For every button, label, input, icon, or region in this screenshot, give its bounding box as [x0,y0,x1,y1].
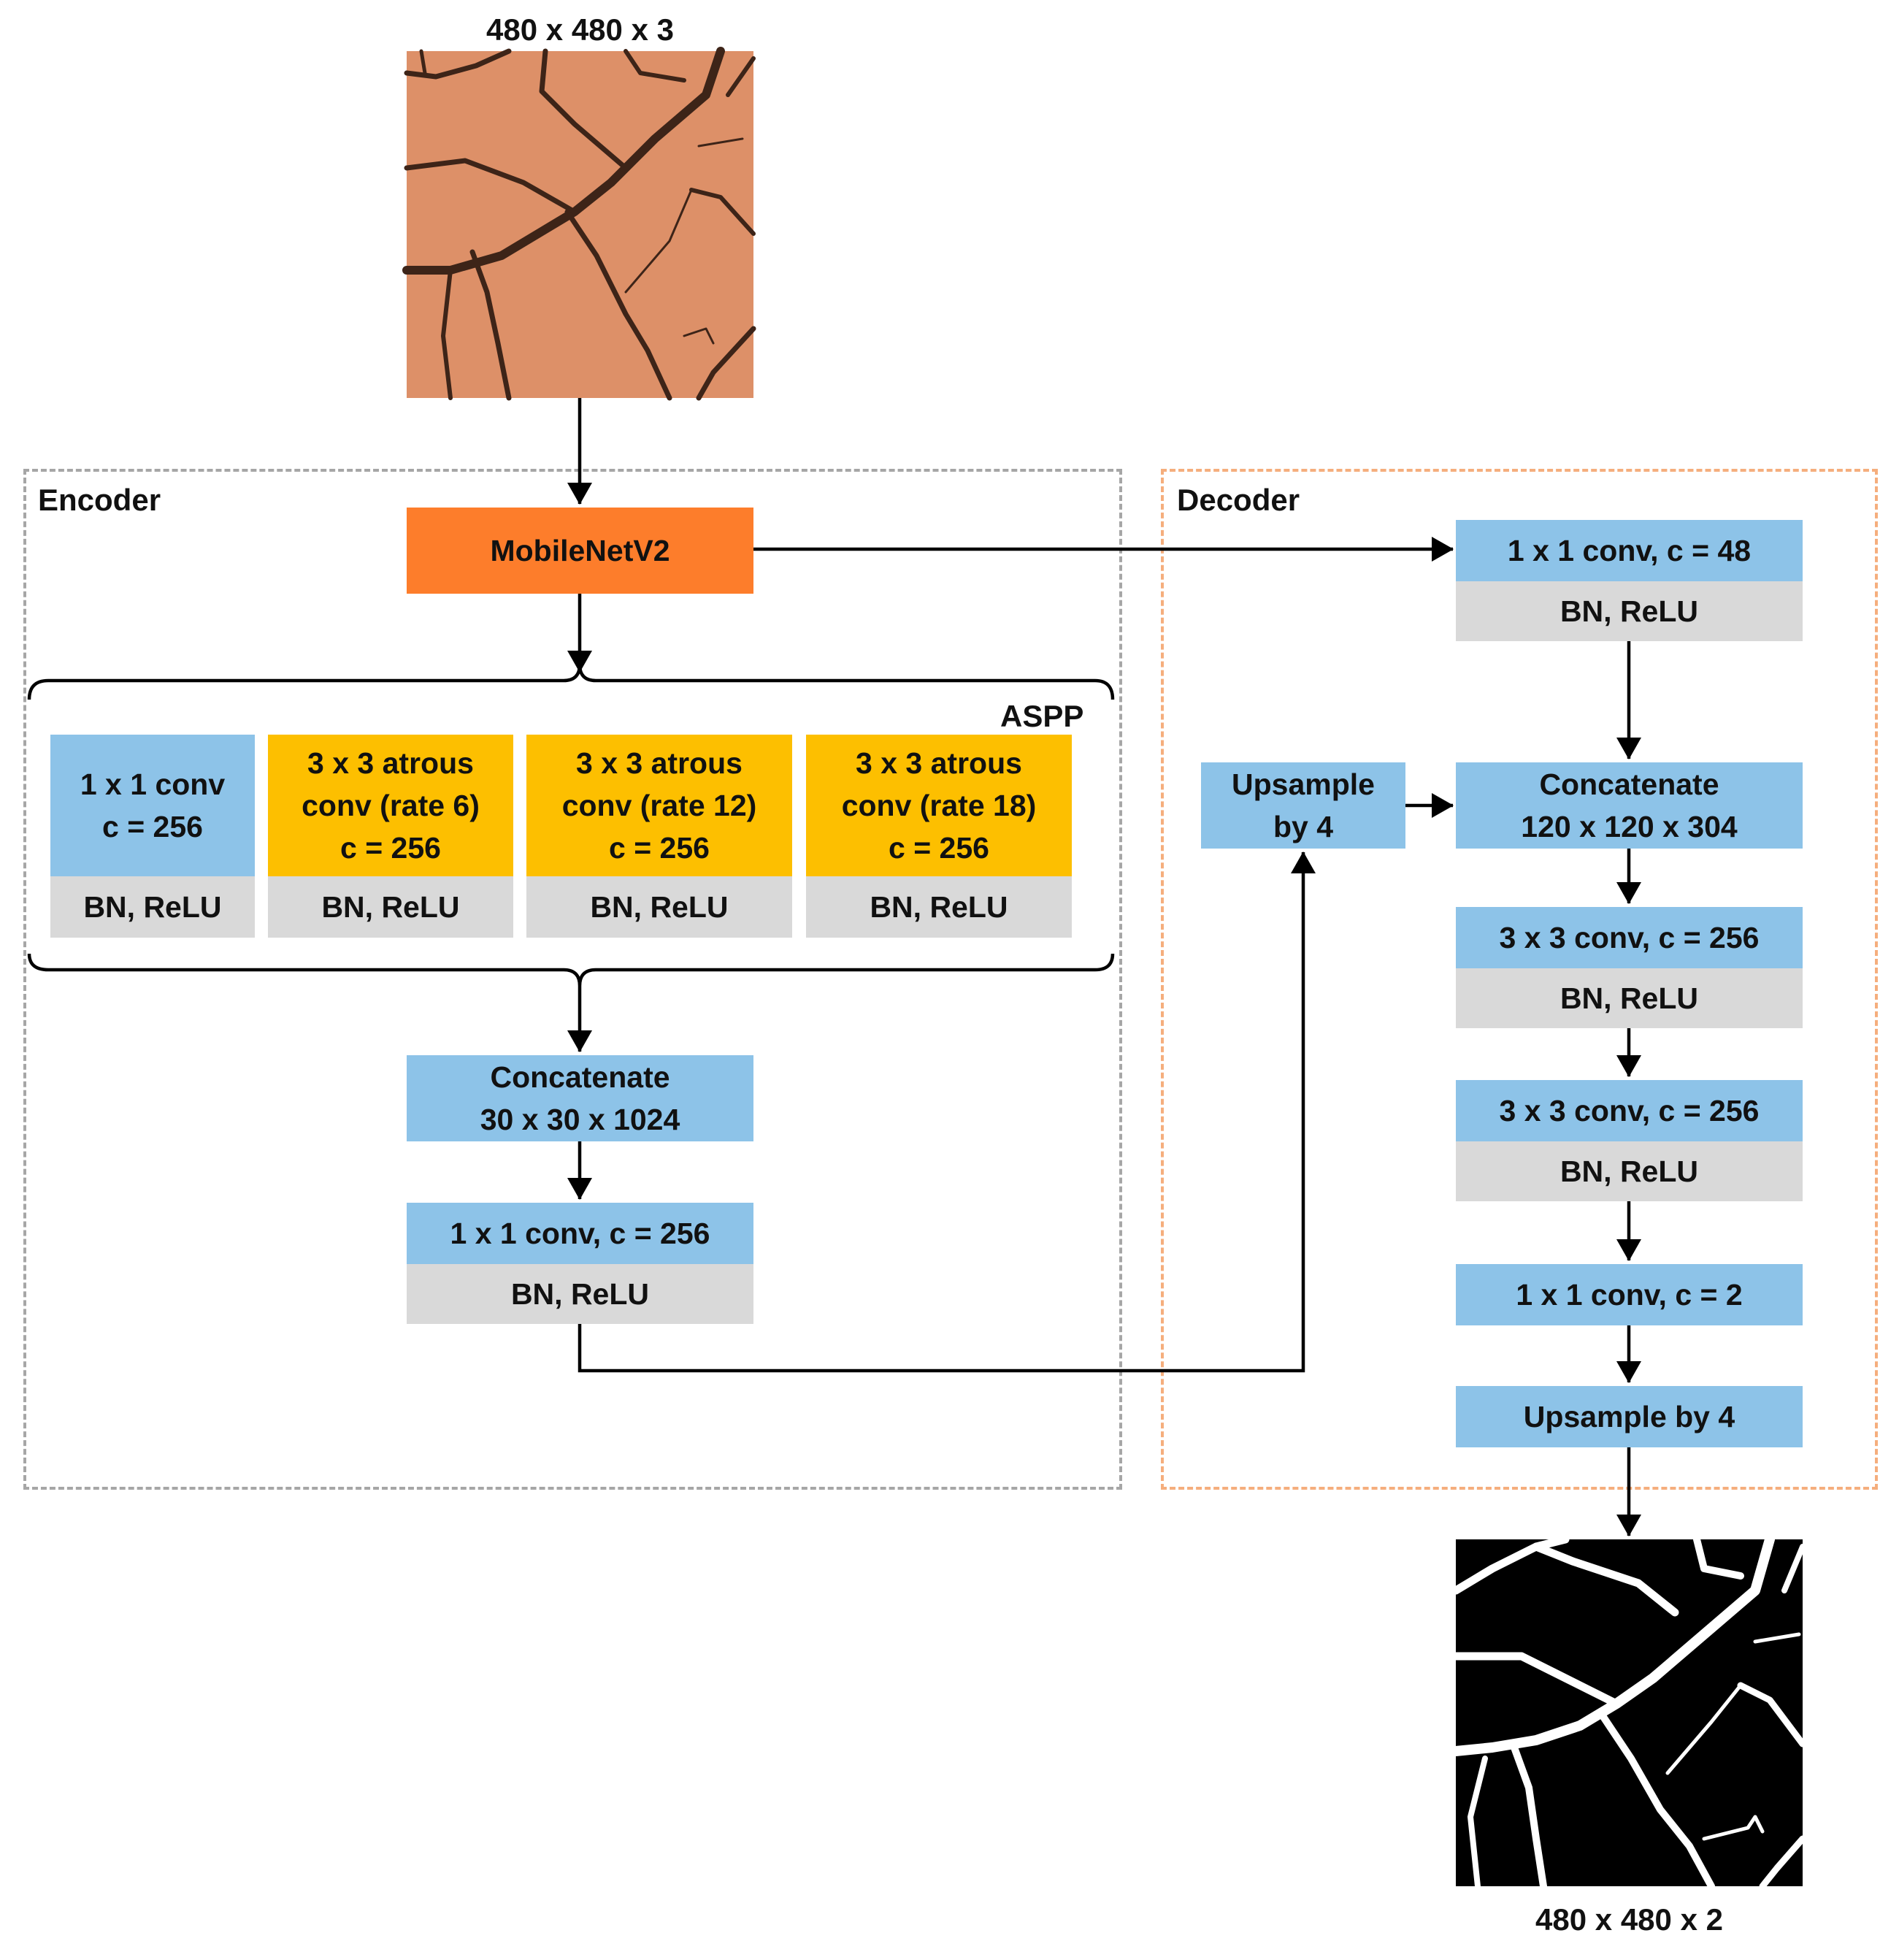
aspp-top-brace [27,664,1115,700]
aspp-branch-4-line2: conv (rate 18) [841,788,1037,822]
decoder-upsample2-label: Upsample by 4 [1456,1386,1803,1447]
decoder-region [1161,469,1878,1490]
mobilenetv2-block: MobileNetV2 [407,508,753,594]
encoder-concat-line1: Concatenate [490,1060,670,1094]
encoder-region [23,469,1122,1490]
decoder-conv3a-label: 3 x 3 conv, c = 256 [1456,907,1803,968]
aspp-branch-4-norm: BN, ReLU [806,876,1072,938]
aspp-branch-3-line1: 3 x 3 atrous [576,746,743,780]
decoder-upsample-block: Upsample by 4 [1201,762,1405,849]
aspp-branch-1-norm: BN, ReLU [50,876,255,938]
decoder-upsample-line1: Upsample [1232,767,1375,801]
output-mask-image [1451,1534,1806,1890]
aspp-branch-1-line1: 1 x 1 conv [80,767,226,801]
aspp-branch-2-line2: conv (rate 6) [302,788,480,822]
decoder-concat-line2: 120 x 120 x 304 [1521,810,1738,843]
decoder-1x1-conv48-block: 1 x 1 conv, c = 48 BN, ReLU [1456,520,1803,641]
decoder-upsample-line2: by 4 [1273,810,1334,843]
aspp-branch-atrous-rate12: 3 x 3 atrous conv (rate 12) c = 256 BN, … [526,735,792,938]
aspp-bottom-brace [27,953,1115,987]
aspp-branch-2-line3: c = 256 [340,831,441,865]
decoder-title: Decoder [1177,483,1300,517]
encoder-title: Encoder [38,483,161,517]
decoder-3x3-conv-block-1: 3 x 3 conv, c = 256 BN, ReLU [1456,907,1803,1028]
decoder-conv3a-norm: BN, ReLU [1456,968,1803,1028]
aspp-branch-2-line1: 3 x 3 atrous [307,746,474,780]
encoder-1x1-conv-block: 1 x 1 conv, c = 256 BN, ReLU [407,1203,753,1324]
arrow-encoder-to-upsample [578,851,1316,1373]
aspp-branch-atrous-rate6: 3 x 3 atrous conv (rate 6) c = 256 BN, R… [268,735,513,938]
encoder-concat-line2: 30 x 30 x 1024 [480,1103,680,1136]
aspp-branch-1x1-conv: 1 x 1 conv c = 256 BN, ReLU [50,735,255,938]
mobilenetv2-label: MobileNetV2 [407,508,753,594]
aspp-branch-2-norm: BN, ReLU [268,876,513,938]
aspp-branch-atrous-rate18: 3 x 3 atrous conv (rate 18) c = 256 BN, … [806,735,1072,938]
aspp-title: ASPP [1000,699,1084,733]
aspp-branch-3-line3: c = 256 [609,831,710,865]
encoder-conv-norm: BN, ReLU [407,1264,753,1324]
decoder-3x3-conv-block-2: 3 x 3 conv, c = 256 BN, ReLU [1456,1080,1803,1201]
aspp-branch-4-line1: 3 x 3 atrous [856,746,1022,780]
input-shape-label: 480 x 480 x 3 [486,12,674,47]
decoder-conv2-label: 1 x 1 conv, c = 2 [1456,1264,1803,1325]
aspp-branch-3-norm: BN, ReLU [526,876,792,938]
decoder-final-upsample-block: Upsample by 4 [1456,1386,1803,1447]
output-shape-label: 480 x 480 x 2 [1535,1902,1723,1937]
encoder-conv-label: 1 x 1 conv, c = 256 [407,1203,753,1264]
decoder-concatenate-block: Concatenate 120 x 120 x 304 [1456,762,1803,849]
aspp-branch-3-line2: conv (rate 12) [561,788,757,822]
decoder-conv3b-norm: BN, ReLU [1456,1141,1803,1201]
aspp-branch-4-line3: c = 256 [889,831,989,865]
decoder-1x1-conv2-block: 1 x 1 conv, c = 2 [1456,1264,1803,1325]
decoder-conv48-label: 1 x 1 conv, c = 48 [1456,520,1803,581]
encoder-concatenate-block: Concatenate 30 x 30 x 1024 [407,1055,753,1141]
input-image [402,47,756,401]
decoder-conv48-norm: BN, ReLU [1456,581,1803,641]
decoder-concat-line1: Concatenate [1539,767,1719,801]
aspp-branch-1-line2: c = 256 [102,810,203,843]
decoder-conv3b-label: 3 x 3 conv, c = 256 [1456,1080,1803,1141]
